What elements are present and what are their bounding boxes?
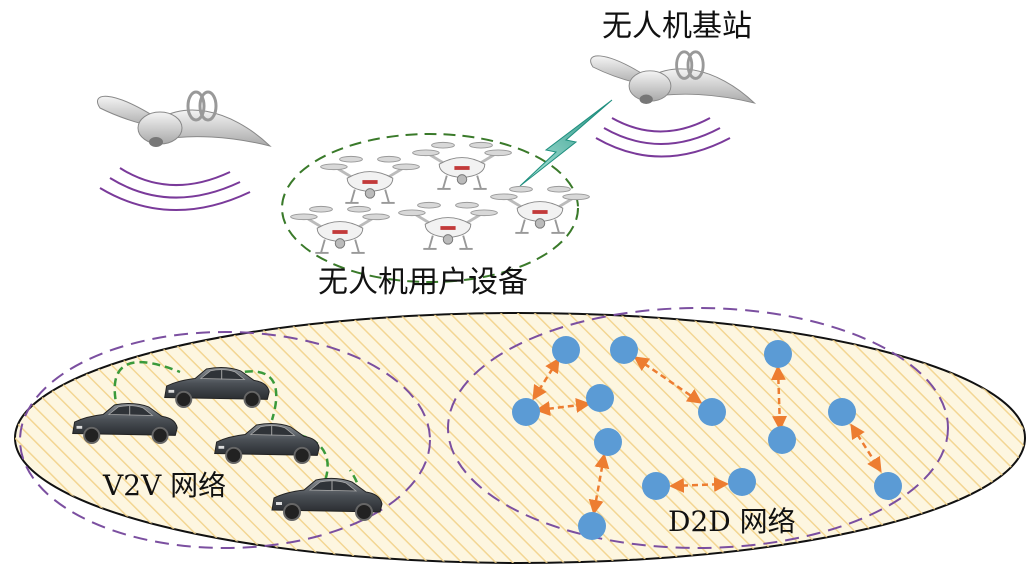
d2d-node <box>512 398 540 426</box>
quadcopter-icon <box>411 140 513 191</box>
d2d-network-label: D2D 网络 <box>668 505 796 538</box>
d2d-nodes <box>512 336 902 540</box>
v2v-network-label: V2V 网络 <box>103 469 227 502</box>
quadcopter-icon <box>319 154 421 205</box>
quadcopter-icon <box>397 200 499 251</box>
quadcopter-icon <box>289 204 391 255</box>
d2d-node <box>586 384 614 412</box>
d2d-node <box>552 336 580 364</box>
lightning-link-icon <box>519 99 613 187</box>
d2d-cluster-boundary <box>447 307 949 549</box>
d2d-node <box>578 512 606 540</box>
d2d-node <box>828 398 856 426</box>
fixed-wing-uav-icon <box>96 90 272 149</box>
signal-waves <box>595 117 731 158</box>
d2d-node <box>610 336 638 364</box>
d2d-node <box>764 340 792 368</box>
v2v-cluster-boundary <box>19 331 431 549</box>
d2d-node <box>768 426 796 454</box>
d2d-node <box>642 472 670 500</box>
d2d-node <box>728 468 756 496</box>
d2d-node <box>698 398 726 426</box>
base-station-uav-icon <box>589 50 756 106</box>
quadcopter-icon <box>489 184 591 235</box>
d2d-node <box>874 472 902 500</box>
uav-user-cluster-boundary <box>281 133 579 283</box>
uav-users-label: 无人机用户设备 <box>318 265 528 300</box>
d2d-node <box>594 428 622 456</box>
base-station-label: 无人机基站 <box>602 9 752 44</box>
d2d-links <box>532 356 882 515</box>
signal-waves <box>99 167 251 212</box>
